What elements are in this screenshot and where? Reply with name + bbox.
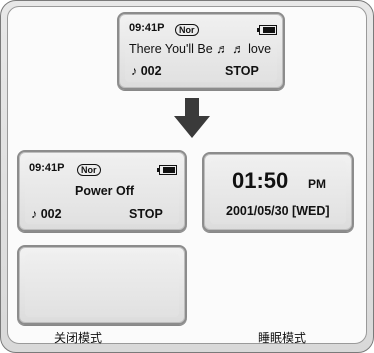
battery-icon bbox=[257, 25, 277, 35]
blank-lcd-screen bbox=[25, 253, 179, 317]
status-text: STOP bbox=[225, 64, 259, 78]
mode-badge: Nor bbox=[175, 24, 199, 36]
power-off-message: Power Off bbox=[75, 184, 135, 198]
power-off-lcd-screen bbox=[25, 158, 179, 224]
clock-date: 2001/05/30 [WED] bbox=[226, 204, 330, 218]
track-number: ♪ 002 bbox=[31, 207, 62, 221]
clock-ampm: PM bbox=[308, 177, 326, 191]
time-label: 09:41P bbox=[29, 162, 65, 174]
mode-badge: Nor bbox=[77, 164, 101, 176]
song-title: There You'll Be ♬ ♬ love bbox=[129, 42, 272, 56]
clock-time: 01:50 bbox=[232, 168, 289, 193]
top-lcd-screen bbox=[125, 20, 277, 82]
clock-lcd-display: 01:50 PM 2001/05/30 [WED] bbox=[202, 152, 354, 232]
status-text: STOP bbox=[129, 207, 163, 221]
off-mode-caption: 关闭模式 bbox=[54, 331, 103, 345]
track-number: ♪ 002 bbox=[131, 64, 162, 78]
sleep-mode-caption: 睡眠模式 bbox=[258, 331, 307, 345]
clock-lcd-screen bbox=[210, 160, 346, 224]
blank-lcd-display bbox=[17, 245, 187, 325]
down-arrow-icon bbox=[174, 98, 210, 138]
top-lcd-display: 09:41P Nor There You'll Be ♬ ♬ love ♪ 00… bbox=[117, 12, 285, 90]
power-off-lcd-display: 09:41P Nor Power Off ♪ 002 STOP bbox=[17, 150, 187, 232]
time-label: 09:41P bbox=[129, 22, 165, 34]
battery-icon bbox=[157, 165, 177, 175]
